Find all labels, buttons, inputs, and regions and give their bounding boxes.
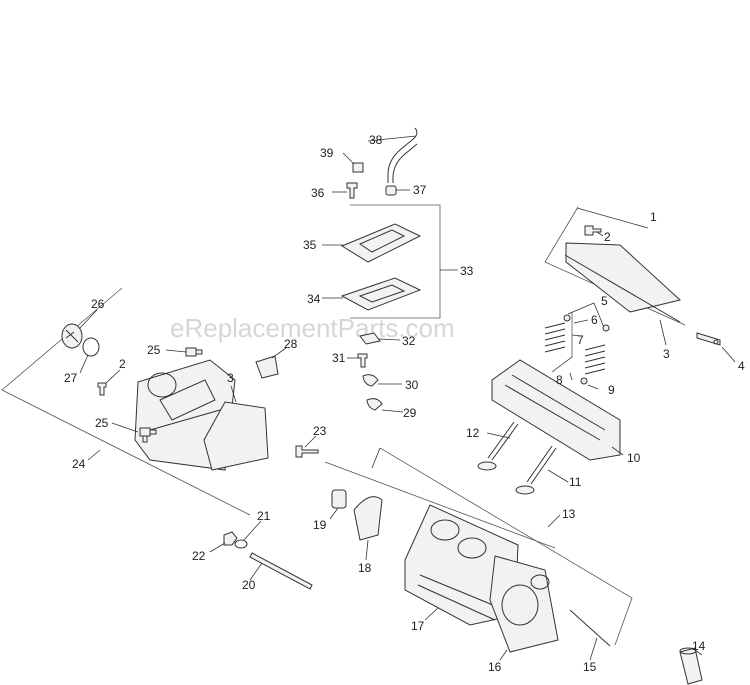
callout-25-upper: 25 <box>147 343 161 357</box>
callout-34: 34 <box>307 292 321 306</box>
rocker-arm-18 <box>353 496 383 541</box>
callout-3-left: 3 <box>227 371 234 385</box>
callout-15: 15 <box>583 660 597 674</box>
callout-23: 23 <box>313 424 327 438</box>
spring-right <box>584 344 606 375</box>
o-ring <box>82 337 100 357</box>
callout-5: 5 <box>601 294 608 308</box>
valve-11 <box>526 445 557 485</box>
stud-20 <box>249 552 313 590</box>
callout-17: 17 <box>411 619 425 633</box>
bracket-4 <box>696 332 721 346</box>
callout-22: 22 <box>192 549 206 563</box>
seal-9 <box>580 377 588 385</box>
callout-10: 10 <box>627 451 641 465</box>
breather-group <box>322 127 458 319</box>
callout-6: 6 <box>591 313 598 327</box>
fitting-25-upper <box>185 347 203 357</box>
callout-35: 35 <box>303 238 317 252</box>
breather-gasket <box>340 277 422 311</box>
callout-14: 14 <box>692 639 706 653</box>
callout-8: 8 <box>556 373 563 387</box>
washer-21 <box>234 539 248 549</box>
screw-31 <box>357 353 368 368</box>
bushing-19 <box>331 489 347 509</box>
breather-tube <box>387 127 418 183</box>
head-top-10 <box>491 359 621 461</box>
callout-2-left: 2 <box>119 357 126 371</box>
callout-labels: 1 2 2 3 3 4 5 6 7 8 9 10 11 12 13 14 15 … <box>64 133 745 674</box>
callout-37: 37 <box>413 183 427 197</box>
part-29 <box>366 398 383 411</box>
callout-28: 28 <box>284 337 298 351</box>
screw-2-left <box>97 382 107 396</box>
screw-23 <box>295 445 319 458</box>
retainer-left <box>563 314 571 322</box>
callout-2-right: 2 <box>604 230 611 244</box>
callout-11: 11 <box>569 475 582 489</box>
callout-4: 4 <box>738 359 745 373</box>
part-28 <box>255 355 279 379</box>
tappet-14 <box>679 647 703 685</box>
breather-cover <box>340 223 422 263</box>
callout-19: 19 <box>313 518 327 532</box>
callout-1: 1 <box>650 210 657 224</box>
clip-39 <box>352 162 364 173</box>
callout-12: 12 <box>466 426 480 440</box>
callout-3-right: 3 <box>663 347 670 361</box>
valve-train-group <box>477 302 624 495</box>
cylinder-head-group <box>209 447 703 685</box>
fitting-25-lower <box>139 427 157 443</box>
callout-26: 26 <box>91 297 105 311</box>
small-hardware <box>347 332 404 413</box>
callout-20: 20 <box>242 578 256 592</box>
callout-38: 38 <box>369 133 383 147</box>
callout-27: 27 <box>64 371 78 385</box>
pushrod-15 <box>569 609 611 647</box>
callout-7: 7 <box>577 333 584 347</box>
callout-32: 32 <box>402 334 416 348</box>
callout-24: 24 <box>72 457 86 471</box>
part-30 <box>362 374 379 387</box>
group-bracket-24 <box>1 287 251 516</box>
callout-21: 21 <box>257 509 271 523</box>
callout-36: 36 <box>311 186 325 200</box>
group-bracket-13-lower <box>324 461 556 549</box>
callout-29: 29 <box>403 406 417 420</box>
callout-16: 16 <box>488 660 502 674</box>
valve-cover-group <box>1 287 319 516</box>
callout-31: 31 <box>332 351 346 365</box>
screw-2-right <box>584 225 602 236</box>
rocker-cover <box>565 242 682 313</box>
group-bracket-7 <box>551 312 573 373</box>
rocker-cover-group <box>544 206 736 363</box>
callout-9: 9 <box>608 383 615 397</box>
screw-36 <box>346 182 358 199</box>
head-gasket <box>489 555 559 653</box>
group-bracket-33 <box>350 204 441 319</box>
fitting-37 <box>385 185 397 196</box>
callout-18: 18 <box>358 561 372 575</box>
valve-12 <box>487 421 519 461</box>
callout-13: 13 <box>562 507 576 521</box>
retainer-right <box>602 324 610 332</box>
gasket-3-left <box>203 401 269 471</box>
callout-33: 33 <box>460 264 474 278</box>
callout-25-lower: 25 <box>95 416 109 430</box>
group-bracket-13-upper <box>379 447 633 646</box>
spring-left <box>544 322 566 353</box>
part-32 <box>359 332 381 345</box>
callout-39: 39 <box>320 146 334 160</box>
callout-30: 30 <box>405 378 419 392</box>
